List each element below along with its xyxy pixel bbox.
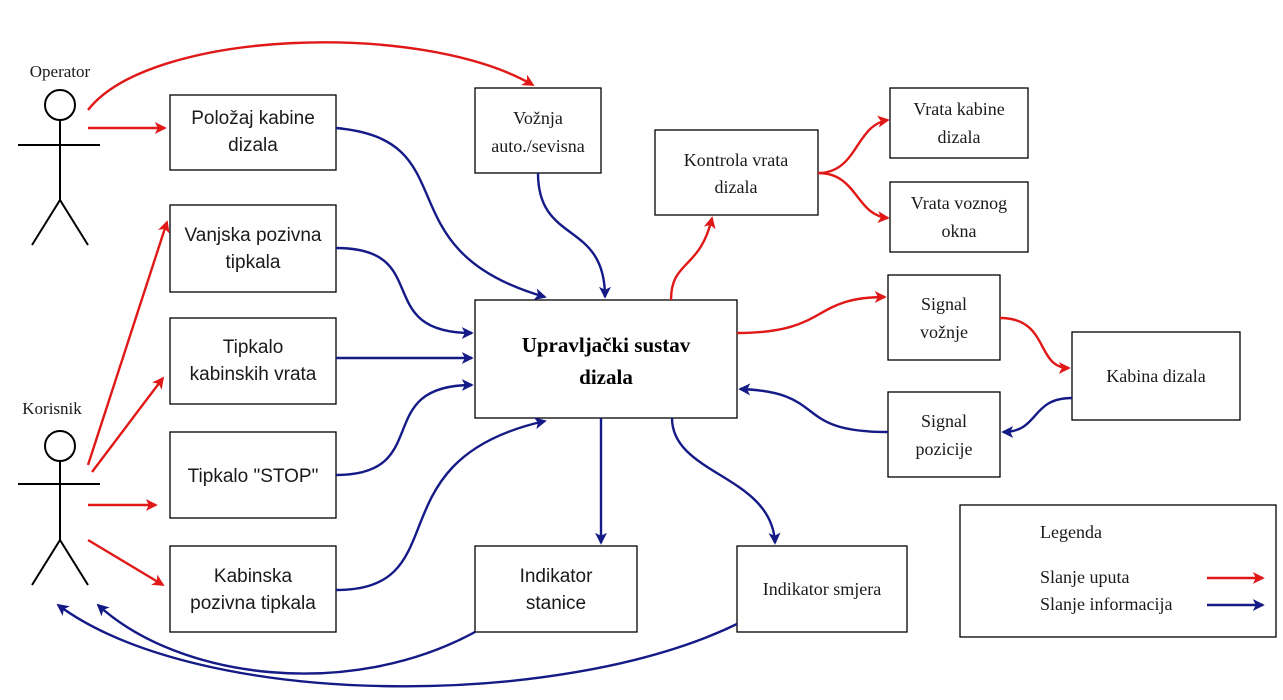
arrow-ind-stanice-to-korisnik	[96, 603, 476, 675]
arrow-operator-to-voznja	[87, 41, 535, 111]
arrow-kabina-to-signal-pozicije	[1001, 396, 1073, 438]
node-voznja: Vožnja auto./sevisna	[474, 87, 602, 174]
node-ind-stanice-line2: stanice	[526, 593, 586, 614]
arrow-kabinska-to-upravljacki	[335, 417, 547, 592]
node-vrata-okna-line1: Vrata voznog	[911, 193, 1007, 213]
node-voznja-line1: Vožnja	[513, 108, 563, 128]
node-stop-label: Tipkalo "STOP"	[188, 466, 319, 487]
actor-operator-label: Operator	[30, 62, 91, 81]
node-vrata-kabine: Vrata kabine dizala	[889, 87, 1029, 159]
arrow-korisnik-to-tipkalo-vrata	[91, 376, 165, 473]
information-arrows	[56, 126, 1073, 688]
node-upravljacki-line1: Upravljački sustav	[522, 333, 691, 357]
arrow-polozaj-to-upravljacki	[335, 126, 547, 300]
node-indikator-stanice: Indikator stanice	[474, 545, 638, 633]
node-tipkalo-vrata-line1: Tipkalo	[223, 337, 284, 358]
arrow-signal-pozicije-to-upravljacki	[738, 383, 889, 434]
node-kabinska-line1: Kabinska	[214, 566, 293, 587]
node-tipkalo-stop: Tipkalo "STOP"	[169, 431, 337, 519]
node-polozaj-line2: dizala	[228, 135, 278, 156]
actor-korisnik: Korisnik	[18, 399, 100, 586]
node-signal-voznje-line2: vožnje	[920, 322, 968, 342]
legend-information-label: Slanje informacija	[1040, 594, 1172, 614]
node-upravljacki-line2: dizala	[579, 365, 633, 389]
node-vanjska-tipkala: Vanjska pozivna tipkala	[169, 204, 337, 293]
node-ind-smjera-label: Indikator smjera	[763, 579, 881, 599]
legend-title: Legenda	[1040, 522, 1102, 542]
arrow-stop-to-upravljacki	[335, 379, 474, 477]
node-signal-voznje: Signal vožnje	[887, 274, 1001, 361]
arrow-signal-voznje-to-kabina	[999, 316, 1071, 374]
arrow-ind-smjera-to-korisnik	[56, 603, 738, 688]
node-kabinska-tipkala: Kabinska pozivna tipkala	[169, 545, 337, 633]
arrow-kontrola-to-vrata-okna	[817, 171, 890, 224]
actor-korisnik-label: Korisnik	[22, 399, 82, 418]
arrow-voznja-to-upravljacki	[536, 172, 611, 299]
legend: Legenda Slanje uputa Slanje informacija	[959, 504, 1277, 638]
arrow-upravljacki-to-kontrola	[669, 216, 716, 301]
node-vanjska-line1: Vanjska pozivna	[185, 225, 322, 246]
node-kontrola-line1: Kontrola vrata	[684, 150, 788, 170]
arrow-upravljacki-to-ind-smjera	[670, 417, 781, 545]
arrow-korisnik-to-kabinska	[87, 538, 165, 587]
arrow-kontrola-to-vrata-kabine	[817, 115, 890, 175]
instruction-arrows	[86, 41, 1071, 587]
node-vrata-kabine-line2: dizala	[938, 127, 981, 147]
arrow-upravljacki-to-signal-voznje	[736, 291, 887, 335]
node-polozaj-line1: Položaj kabine	[191, 108, 315, 129]
node-kabina-dizala: Kabina dizala	[1071, 331, 1241, 421]
node-vrata-kabine-line1: Vrata kabine	[913, 99, 1004, 119]
node-signal-pozicije-line1: Signal	[921, 411, 967, 431]
node-vrata-okna-line2: okna	[942, 221, 977, 241]
arrow-vanjska-to-upravljacki	[335, 246, 474, 339]
node-kabina-label: Kabina dizala	[1106, 366, 1205, 386]
node-signal-voznje-line1: Signal	[921, 294, 967, 314]
arrow-korisnik-to-vanjska	[86, 220, 170, 466]
node-ind-stanice-line1: Indikator	[520, 566, 594, 587]
node-polozaj-kabine: Položaj kabine dizala	[169, 94, 337, 171]
node-kontrola-vrata: Kontrola vrata dizala	[654, 129, 819, 216]
node-tipkalo-vrata: Tipkalo kabinskih vrata	[169, 317, 337, 405]
node-upravljacki-sustav: Upravljački sustav dizala	[474, 299, 738, 419]
actor-operator: Operator	[18, 62, 100, 246]
node-indikator-smjera: Indikator smjera	[736, 545, 908, 633]
node-signal-pozicije: Signal pozicije	[887, 391, 1001, 478]
node-tipkalo-vrata-line2: kabinskih vrata	[190, 364, 317, 385]
node-vanjska-line2: tipkala	[226, 252, 281, 273]
node-voznja-line2: auto./sevisna	[491, 136, 584, 156]
node-vrata-okna: Vrata voznog okna	[889, 181, 1029, 253]
node-kontrola-line2: dizala	[715, 177, 758, 197]
node-signal-pozicije-line2: pozicije	[916, 439, 973, 459]
node-kabinska-line2: pozivna tipkala	[190, 593, 316, 614]
legend-instruction-label: Slanje uputa	[1040, 567, 1129, 587]
